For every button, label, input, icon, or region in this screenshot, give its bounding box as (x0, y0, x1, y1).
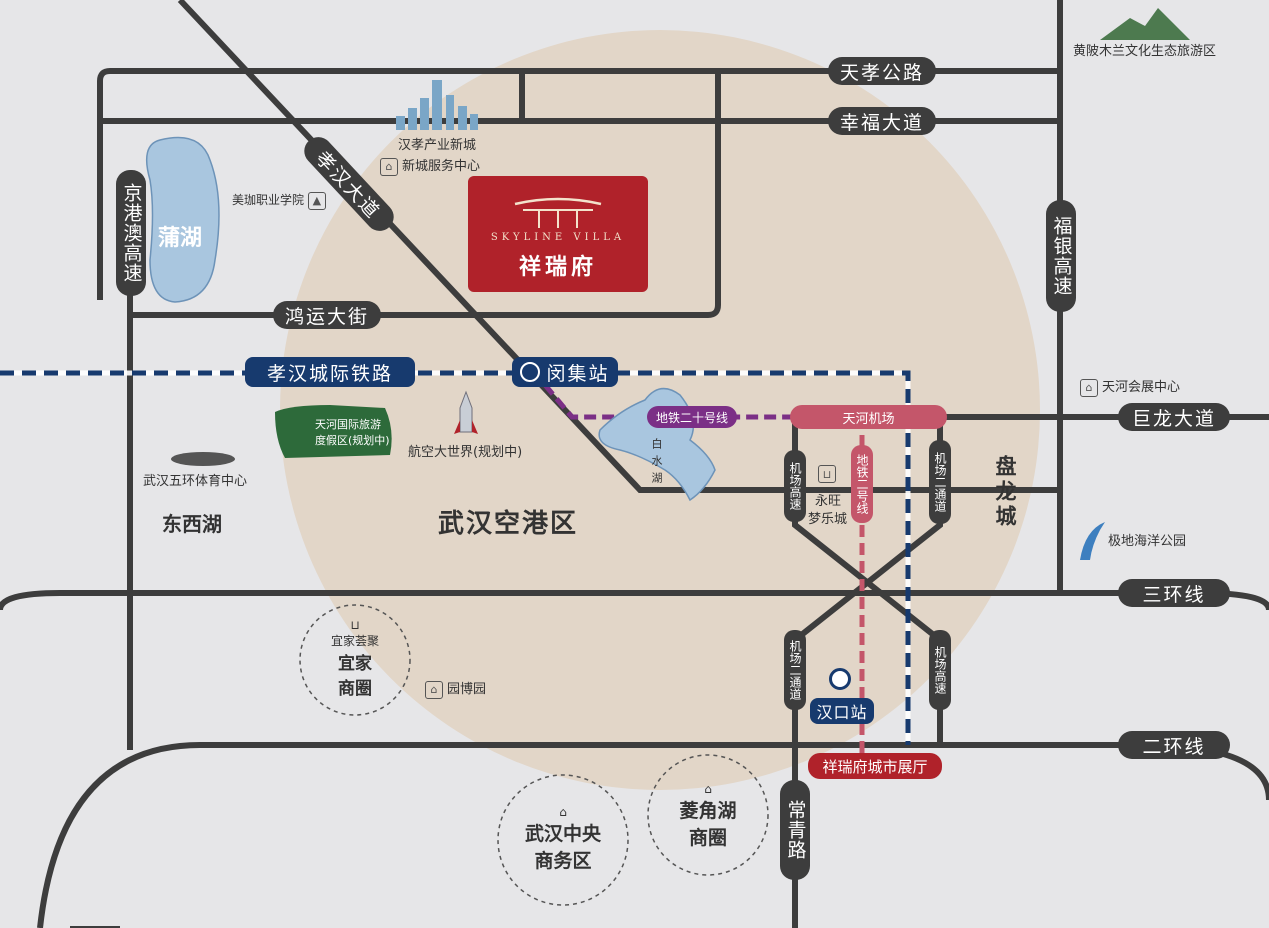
cbd-label-1: 武汉中央 (524, 823, 601, 845)
rail-intercity-line (0, 370, 911, 745)
road-label-tianxiao: 天孝公路 (828, 57, 936, 85)
yuanboyuan-label: ⌂ 园博园 (425, 678, 486, 699)
airport-district-label: 武汉空港区 (438, 509, 579, 539)
cbd-zone-circle (497, 774, 629, 906)
road-label-erhuan: 二环线 (1118, 731, 1230, 759)
road-erhuan (37, 742, 1269, 928)
road-label-airport-tunnel-1: 机场二通道 (929, 440, 951, 524)
panlong-label: 盘龙城 (993, 455, 1017, 530)
tianhe-resort-label-2: 度假区(规划中) (315, 434, 390, 447)
lingjiaohu-zone: ⌂ 菱角湖 商圈 (648, 782, 768, 850)
yongwang-label: 永旺 (815, 494, 842, 509)
yijia-circle-label: 商圈 (338, 679, 372, 699)
yuanboyuan-text: 园博园 (447, 682, 487, 697)
hankou-station-label: 汉口站 (810, 698, 874, 724)
stadium-icon (171, 452, 235, 466)
project-logo[interactable]: SKYLINE VILLA 祥瑞府 (468, 176, 648, 292)
project-name-en: SKYLINE VILLA (490, 232, 626, 243)
tianhe-expo-label: ⌂ 天河会展中心 (1080, 376, 1180, 397)
shopping-cart-icon: ⊔ (818, 465, 836, 483)
building-icon: ⌂ (425, 680, 443, 699)
road-label-julong: 巨龙大道 (1118, 403, 1230, 431)
yijia-mall-label: 宜家荟聚 (330, 634, 379, 648)
mountain-icon (1100, 8, 1190, 40)
newcity-service-text: 新城服务中心 (402, 159, 481, 174)
yijia-area-label: 宜家 (338, 654, 372, 674)
meijia-text: 美珈职业学院 (232, 193, 305, 207)
road-label-jinggangao: 京港澳高速 (116, 170, 146, 296)
lingjiaohu-label-1: 菱角湖 (679, 800, 737, 822)
road-label-xingfu: 幸福大道 (828, 107, 936, 135)
building-icon: ⌂ (380, 157, 398, 176)
building-icon: ⌂ (1080, 378, 1098, 397)
lingjiaohu-zone-circle (647, 754, 769, 876)
school-icon: ▲ (307, 191, 326, 210)
wuhuan-sports-label: 武汉五环体育中心 (143, 474, 248, 489)
metro2-label: 地铁二号线 (851, 445, 873, 523)
intercity-rail-label: 孝汉城际铁路 (245, 357, 415, 387)
hankou-station-icon (829, 668, 851, 690)
dongxihu-label: 东西湖 (162, 512, 222, 536)
tianhe-airport-label: 天河机场 (790, 405, 947, 429)
hanxiao-newcity-label: 汉孝产业新城 (398, 138, 477, 153)
lingjiaohu-label-2: 商圈 (688, 827, 727, 849)
metro20-label: 地铁二十号线 (647, 406, 737, 428)
road-tianxiao-line (97, 68, 1060, 300)
mengle-label: 梦乐城 (808, 512, 848, 527)
building-icon: ⌂ (559, 805, 567, 819)
puhu-lake (145, 136, 220, 303)
shopping-cart-icon-wrap: ⊔ (818, 465, 840, 483)
building-icon: ⌂ (704, 782, 712, 796)
station-icon (520, 362, 541, 382)
aerospace-label: 航空大世界(规划中) (408, 445, 523, 460)
yijia-zone: ⊔ 宜家荟聚 宜家 商圈 (300, 618, 410, 699)
rocket-icon (454, 390, 478, 434)
road-label-airport-exp-2: 机场高速 (929, 630, 951, 710)
project-name-cn: 祥瑞府 (518, 255, 597, 280)
meijia-label: 美珈职业学院 ▲ (232, 191, 330, 210)
showroom-label[interactable]: 祥瑞府城市展厅 (808, 753, 942, 779)
road-label-changqing: 常青路 (780, 780, 810, 880)
skyscraper-icon (396, 80, 478, 130)
dolphin-icon (1080, 522, 1105, 560)
resort-area (275, 405, 392, 458)
baishuihu-label: 白水湖 (650, 438, 663, 489)
pavilion-icon (514, 197, 602, 228)
newcity-service-label: ⌂ 新城服务中心 (380, 155, 480, 176)
minji-station-label: 闵集站 (512, 357, 618, 387)
cbd-zone: ⌂ 武汉中央 商务区 (498, 805, 628, 873)
polar-ocean-label: 极地海洋公园 (1108, 534, 1187, 549)
minji-station-text: 闵集站 (546, 362, 610, 385)
road-label-sanhuan: 三环线 (1118, 579, 1230, 607)
cart-icon: ⊔ (350, 618, 360, 632)
road-hongyun-line (130, 71, 721, 318)
road-label-airport-exp-1: 机场高速 (784, 450, 806, 522)
tianhe-expo-text: 天河会展中心 (1102, 380, 1181, 395)
road-label-fuyin: 福银高速 (1046, 200, 1076, 312)
road-label-airport-tunnel-2: 机场二通道 (784, 630, 806, 710)
yijia-zone-circle (299, 604, 411, 716)
puhu-label: 蒲湖 (158, 226, 203, 251)
tianhe-resort-label-1: 天河国际旅游 (315, 418, 381, 431)
huangpi-label: 黄陂木兰文化生态旅游区 (1073, 44, 1217, 59)
cbd-label-2: 商务区 (534, 850, 592, 872)
road-label-hongyun: 鸿运大街 (273, 301, 381, 329)
